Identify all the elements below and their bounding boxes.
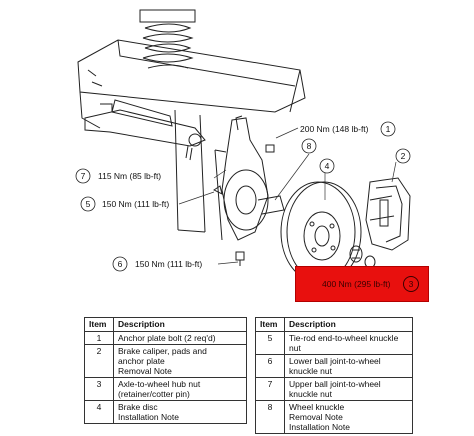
wheel-knuckle (221, 115, 285, 241)
callout-4: 4 (319, 158, 335, 174)
legend-description-line: Tie-rod end-to-wheel knuckle (289, 333, 399, 343)
callout-2: 2 (395, 148, 411, 164)
callout-1: 200 Nm (148 lb-ft) 1 (300, 121, 396, 137)
header-item: Item (84, 317, 114, 332)
callout-8: 8 (301, 138, 317, 154)
frame-bracket (174, 109, 227, 241)
legend-description-line: Upper ball joint-to-wheel (289, 379, 381, 389)
callout-3-number: 3 (403, 276, 419, 292)
brake-caliper (365, 177, 411, 251)
legend-description-line: Brake caliper, pads and (118, 346, 207, 356)
callout-6-number: 6 (118, 259, 123, 269)
callout-3-torque: 400 Nm (295 lb-ft) (322, 279, 391, 289)
legend-description-line: Wheel knuckle (289, 402, 345, 412)
legend-description-line: (retainer/cotter pin) (118, 389, 190, 399)
header-description: Description (113, 317, 247, 332)
legend-description-line: knuckle nut (289, 366, 332, 376)
callout-7-torque: 115 Nm (85 lb-ft) (98, 171, 161, 181)
callout-6: 6 150 Nm (111 lb-ft) (112, 256, 202, 272)
legend-description-line: Installation Note (118, 412, 179, 422)
callout-1-torque: 200 Nm (148 lb-ft) (300, 124, 369, 134)
callout-4-number: 4 (325, 161, 330, 171)
callout-1-circle (380, 121, 396, 137)
frame-rail (77, 39, 306, 129)
legend-description-line: Lower ball joint-to-wheel (289, 356, 381, 366)
legend-description-line: Installation Note (289, 422, 350, 432)
legend-description-line: Brake disc (118, 402, 158, 412)
callout-4-circle (319, 158, 335, 174)
coil-spring (139, 9, 196, 69)
legend-item-description: Axle-to-wheel hub nut(retainer/cotter pi… (113, 377, 247, 401)
header-description: Description (284, 317, 413, 332)
legend-item-number: 6 (255, 354, 285, 378)
legend-description-line: Anchor plate bolt (2 req'd) (118, 333, 216, 343)
legend-item-number: 5 (255, 331, 285, 355)
callout-2-circle (395, 148, 411, 164)
legend-item-number: 2 (84, 344, 114, 378)
callout-2-number: 2 (401, 151, 406, 161)
legend-item-number: 1 (84, 331, 114, 345)
leader-lines (178, 127, 397, 281)
legend-item-number: 3 (84, 377, 114, 401)
callout-5-number: 5 (86, 199, 91, 209)
callout-5-torque: 150 Nm (111 lb-ft) (102, 199, 169, 209)
legend-description-line: nut (289, 343, 301, 353)
callout-5: 5 150 Nm (111 lb-ft) (80, 196, 169, 212)
legend-description-line: knuckle nut (289, 389, 332, 399)
callout-5-circle (80, 196, 96, 212)
lower-control-arm (84, 99, 206, 161)
callout-6-circle (112, 256, 128, 272)
legend-header-row: Item Description (255, 317, 413, 332)
legend-description-line: anchor plate (118, 356, 165, 366)
callout-1-number: 1 (386, 124, 391, 134)
legend-item-number: 8 (255, 400, 285, 434)
legend-row: 1 Anchor plate bolt (2 req'd) (84, 331, 247, 345)
callout-6-torque: 150 Nm (111 lb-ft) (135, 259, 202, 269)
fastener-bolts (213, 144, 275, 266)
legend-description-line: Removal Note (289, 412, 343, 422)
callout-3-highlight (295, 266, 429, 302)
legend-description-line: Axle-to-wheel hub nut (118, 379, 201, 389)
callout-7-number: 7 (81, 171, 86, 181)
legend-table-left: Item Description 1 Anchor plate bolt (2 r… (84, 317, 247, 424)
callout-7-circle (75, 168, 91, 184)
hub-nut (349, 245, 376, 269)
legend-item-description: Anchor plate bolt (2 req'd) (113, 331, 247, 345)
legend-header-row: Item Description (84, 317, 247, 332)
callout-8-number: 8 (307, 141, 312, 151)
callout-7: 7 115 Nm (85 lb-ft) (75, 168, 161, 184)
legend-item-number: 4 (84, 400, 114, 424)
header-item: Item (255, 317, 285, 332)
suspension-diagram: 200 Nm (148 lb-ft) 1 2 4 8 7 115 Nm (85 … (75, 9, 411, 283)
legend-item-number: 7 (255, 377, 285, 401)
legend-description-line: Removal Note (118, 366, 172, 376)
callout-8-circle (301, 138, 317, 154)
